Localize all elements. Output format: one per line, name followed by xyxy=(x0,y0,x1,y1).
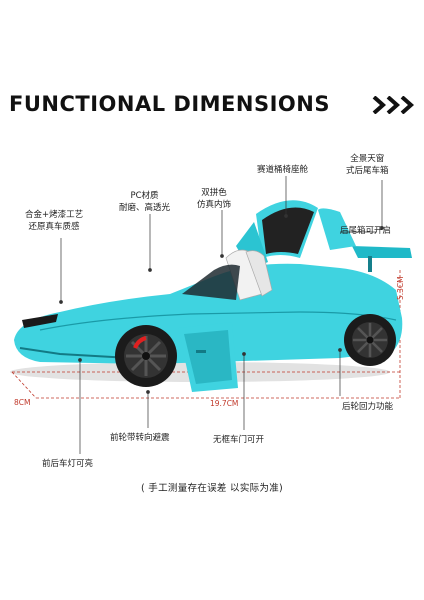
label-alloy-finish: 合金+烤漆工艺还原真车质感 xyxy=(25,210,84,232)
label-lights: 前后车灯可亮 xyxy=(42,459,94,469)
chevron-right-icon xyxy=(372,96,387,114)
chevron-right-icon xyxy=(386,96,401,114)
dimension-length: 19.7CM xyxy=(210,399,239,408)
footnote: ( 手工测量存在误差 以实际为准) xyxy=(140,483,284,494)
label-door: 无框车门可开 xyxy=(213,435,265,445)
leader-lines xyxy=(59,176,384,454)
label-seat: 赛道桶椅座舱 xyxy=(257,165,309,175)
chevron-right-icon xyxy=(400,96,415,114)
label-pc-material: PC材质耐磨、高透光 xyxy=(119,191,171,213)
label-sunroof: 全景天窗式后尾车箱 xyxy=(346,154,389,176)
label-front-wheel: 前轮带转向避震 xyxy=(110,433,170,443)
label-interior: 双拼色仿真内饰 xyxy=(197,188,232,210)
label-rear-wheel: 后轮回力功能 xyxy=(342,402,394,412)
dimension-height: 5.3CM xyxy=(396,276,405,300)
dimension-width: 8CM xyxy=(14,398,31,407)
label-trunk: 后尾箱可开启 xyxy=(340,226,392,236)
page-title: FUNCTIONAL DIMENSIONS xyxy=(9,92,330,116)
